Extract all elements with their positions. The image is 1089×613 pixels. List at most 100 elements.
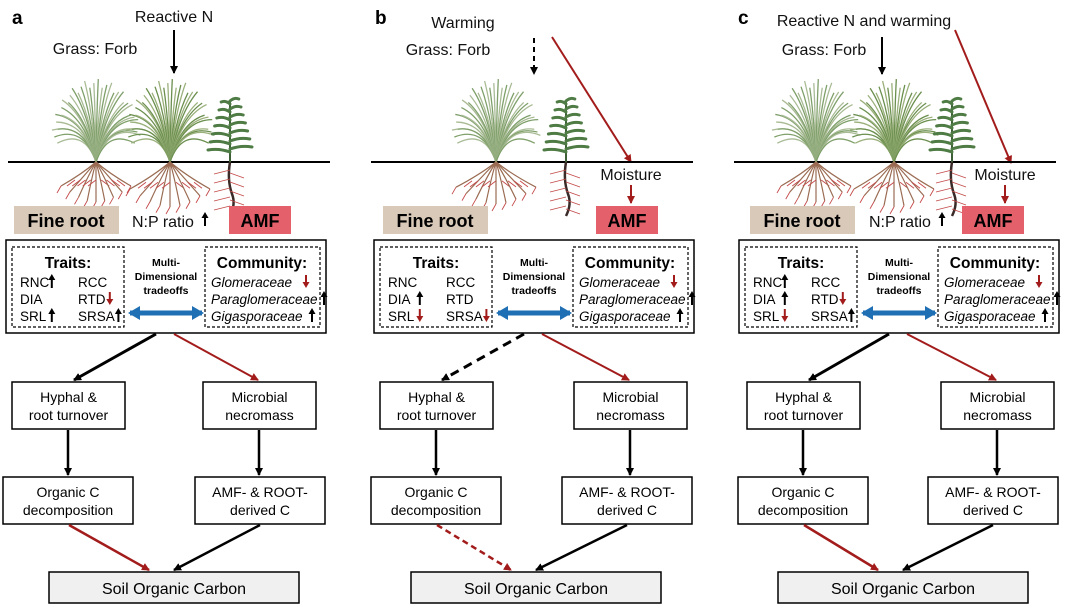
community-paraglomeraceae: Paraglomeraceae — [944, 292, 1051, 307]
root-hair — [885, 181, 895, 215]
trait-srl: SRL — [388, 309, 415, 324]
forb-root-hair — [935, 178, 967, 188]
derived-to-soc-arrow — [535, 523, 628, 572]
microbial-necromass-box-rect — [940, 381, 1055, 430]
driver-label: Warming — [431, 15, 494, 32]
community-box — [937, 246, 1054, 328]
amf-root-derived-c-box: AMF- & ROOT-derived C — [194, 476, 326, 525]
forb-root-hair — [213, 178, 245, 188]
tradeoffs-label: Multi- — [885, 257, 913, 269]
amf-tag — [229, 206, 291, 234]
amf-tag — [962, 206, 1024, 234]
forb-leaf — [564, 112, 581, 119]
trait-rtd: RTD — [78, 292, 106, 307]
root-hair — [794, 179, 806, 205]
microbial-necromass-box-rect — [202, 381, 317, 430]
root-hair — [501, 180, 511, 210]
trait-rtd: RTD — [811, 292, 839, 307]
traits-to-hyphal-arrow — [808, 332, 890, 382]
grass-blade — [893, 138, 934, 163]
forb-leaf — [542, 147, 568, 154]
forb-leaf — [937, 115, 954, 122]
root-branch — [893, 161, 905, 206]
forb-root-hair — [213, 187, 245, 197]
arrow-head — [938, 212, 946, 218]
root-branch — [873, 161, 895, 202]
fine-root-label: Fine root — [28, 211, 105, 231]
root-hair — [111, 179, 123, 200]
soil-organic-carbon-box — [410, 571, 662, 604]
moisture-label: Moisture — [974, 167, 1035, 184]
arrow-head — [676, 308, 684, 314]
forb-leaf — [217, 107, 232, 114]
forb-leaf — [932, 131, 954, 138]
trait-srl-down-arrow-icon — [781, 309, 789, 322]
decomp-to-soc-arrow — [68, 523, 150, 572]
microbial-necromass-box-line1: Microbial — [969, 389, 1025, 405]
organic-c-decomposition-box-line2: decomposition — [758, 502, 848, 518]
arrow-head — [308, 308, 316, 314]
root-hair — [487, 180, 497, 212]
root-hair — [155, 181, 165, 213]
forb-leaf — [210, 131, 232, 138]
forb-leaf — [549, 123, 568, 130]
root-branch — [806, 161, 817, 201]
community-gigasporaceae: Gigasporaceae — [579, 309, 671, 324]
forb-root-hair — [935, 196, 967, 206]
arrow-head — [839, 299, 847, 305]
root-branch — [863, 161, 895, 197]
trait-srsa-down-arrow-icon — [482, 309, 490, 322]
community-gigasporaceae-up-arrow-icon — [308, 308, 316, 322]
traits-to-hyphal-arrow — [73, 332, 157, 382]
traits-box — [11, 246, 125, 328]
soil-organic-carbon-label: Soil Organic Carbon — [464, 581, 608, 598]
root-hair — [193, 181, 211, 197]
forb-leaf — [555, 99, 568, 106]
trait-srsa-up-arrow-icon — [114, 308, 122, 322]
root-hair — [145, 181, 159, 209]
trait-rcc: RCC — [446, 275, 475, 290]
root-hair — [807, 179, 817, 210]
forb-leaf — [564, 120, 583, 127]
hyphal-turnover-box-line1: Hyphal & — [40, 389, 97, 405]
forb-root-hair — [549, 205, 581, 215]
forb-root-hair — [213, 196, 245, 206]
amf-root-derived-c-box-rect — [927, 476, 1059, 525]
root-hair — [879, 181, 889, 213]
roots-icon — [451, 161, 537, 212]
hyphal-turnover-box-rect — [379, 381, 494, 430]
organic-c-decomposition-box-line1: Organic C — [404, 484, 467, 500]
root-hair — [161, 181, 171, 215]
forb-leaf — [228, 136, 252, 143]
forb-leaf — [206, 147, 232, 154]
root-hair — [513, 180, 527, 201]
organic-c-decomposition-box-rect — [2, 476, 134, 525]
trait-dia-up-arrow-icon — [416, 291, 424, 305]
traits-to-hyphal-arrow — [441, 332, 525, 382]
arrow-head — [416, 291, 424, 297]
root-hair — [106, 179, 115, 205]
community-box — [204, 246, 321, 328]
organic-c-decomposition-box-rect — [737, 476, 869, 525]
trait-rcc: RCC — [78, 275, 107, 290]
root-branch — [149, 161, 171, 202]
community-paraglomeraceae-up-arrow-icon — [688, 291, 696, 305]
moisture-label: Moisture — [600, 167, 661, 184]
community-glomeraceae: Glomeraceae — [579, 275, 660, 290]
hyphal-turnover-box-line1: Hyphal & — [775, 389, 832, 405]
arrow-head — [106, 299, 114, 305]
trait-srsa-up-arrow-icon — [847, 308, 855, 322]
traits-to-necromass-arrow — [173, 333, 259, 381]
root-hair — [74, 179, 86, 205]
forb-leaf — [219, 99, 232, 106]
microbial-necromass-box-line2: necromass — [225, 407, 293, 423]
root-hair — [869, 181, 883, 209]
amf-tag — [596, 206, 658, 234]
forb-leaf — [215, 115, 232, 122]
forb-leaf — [950, 120, 969, 127]
